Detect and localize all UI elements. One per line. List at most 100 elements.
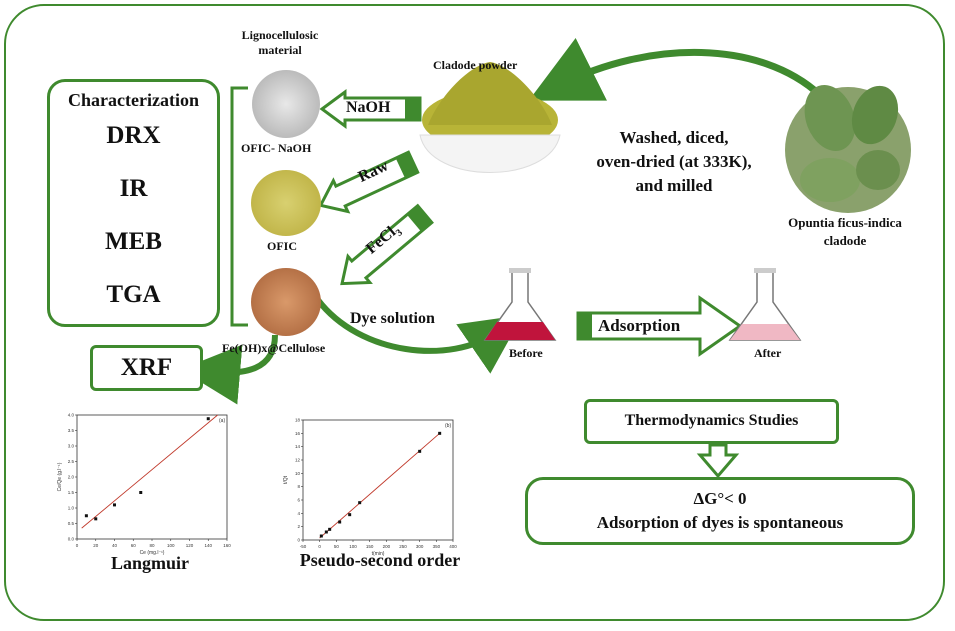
sample-bracket: [230, 86, 248, 327]
y-tick-label: 1.0: [68, 506, 75, 511]
ofic-naoh-label: OFIC- NaOH: [241, 141, 312, 155]
data-point: [113, 503, 116, 507]
process-line-3: and milled: [635, 176, 713, 195]
dye-solution-label: Dye solution: [350, 310, 435, 327]
y-tick-label: 12: [295, 458, 301, 463]
langmuir-caption: Langmuir: [110, 553, 189, 573]
result-box: ΔG°< 0 Adsorption of dyes is spontaneous: [525, 477, 915, 545]
characterization-title: Characterization: [68, 90, 199, 110]
x-tick-label: -50: [300, 544, 307, 549]
y-tick-label: 2: [297, 524, 300, 529]
xrf-arrow: [180, 334, 278, 405]
fe-cellulose-sample: [251, 268, 321, 336]
plot-frame: [76, 414, 228, 540]
thermo-box: Thermodynamics Studies: [584, 399, 839, 444]
raw-arrow: [318, 150, 420, 214]
lignocellulosic-label: Lignocellulosic material: [241, 28, 319, 57]
x-tick-label: 150: [366, 544, 374, 549]
y-tick-label: 0: [297, 538, 300, 543]
x-tick-label: 160: [223, 543, 231, 548]
cladode-powder-label: Cladode powder: [433, 58, 518, 72]
x-tick-label: 0: [76, 543, 79, 548]
data-point: [328, 527, 332, 531]
x-tick-label: 20: [93, 543, 99, 548]
y-tick-label: 18: [295, 418, 301, 423]
data-point: [206, 417, 210, 421]
powder-bowl-image: [419, 62, 561, 173]
x-tick-label: 0: [318, 544, 321, 549]
fit-line: [319, 432, 440, 539]
method-tga: TGA: [106, 281, 161, 308]
data-point: [358, 501, 362, 505]
x-tick-label: 60: [131, 543, 137, 548]
adsorption-arrow: [576, 295, 743, 357]
y-tick-label: 8: [297, 484, 300, 489]
data-point: [84, 514, 88, 518]
spontaneous-label: Adsorption of dyes is spontaneous: [596, 513, 844, 532]
dye-solution-arrow: [315, 298, 523, 374]
opuntia-label-1: Opuntia ficus-indica: [788, 215, 902, 230]
y-tick-label: 10: [295, 471, 301, 476]
characterization-box: Characterization DRX IR MEB TGA: [47, 79, 220, 327]
data-point: [438, 431, 442, 435]
method-drx: DRX: [106, 122, 161, 149]
thermo-down-arrow: [696, 443, 740, 479]
x-tick-label: 100: [167, 543, 175, 548]
x-axis-label: Ce (mg.l⁻¹): [140, 550, 165, 556]
cactus-image: [785, 85, 911, 213]
x-tick-label: 250: [399, 544, 407, 549]
x-tick-label: 400: [449, 544, 457, 549]
x-tick-label: 140: [204, 543, 212, 548]
method-meb: MEB: [105, 228, 162, 255]
data-point: [139, 491, 143, 494]
after-label: After: [754, 346, 782, 360]
delta-g-label: ΔG°< 0: [693, 489, 747, 508]
flask-before: [483, 268, 557, 341]
thermo-label: Thermodynamics Studies: [624, 412, 799, 429]
x-axis-label: t(min): [372, 551, 385, 557]
y-tick-label: 4: [297, 511, 300, 516]
before-label: Before: [509, 346, 543, 360]
y-tick-label: 2.0: [68, 475, 75, 480]
flask-after: [728, 268, 802, 341]
y-tick-label: 4.0: [68, 413, 75, 418]
x-tick-label: 40: [112, 543, 118, 548]
x-tick-label: 100: [349, 544, 357, 549]
y-tick-label: 3.0: [68, 444, 75, 449]
y-tick-label: 0.5: [68, 521, 75, 526]
process-line-1: Washed, diced,: [619, 128, 729, 147]
y-tick-label: 0.0: [68, 537, 75, 542]
panel-label: (a): [219, 418, 225, 424]
fe-cellulose-label: Fe(OH)x@Cellulose: [222, 341, 326, 355]
process-line-2: oven-dried (at 333K),: [596, 152, 752, 171]
x-tick-label: 120: [186, 543, 194, 548]
opuntia-label-2: cladode: [823, 233, 867, 248]
ofic-sample: [251, 170, 321, 236]
x-tick-label: 300: [416, 544, 424, 549]
fit-line: [81, 414, 218, 529]
data-point: [348, 513, 352, 517]
xrf-box: XRF: [90, 345, 203, 391]
y-axis-label: t/Qt: [283, 475, 289, 484]
panel-label: (b): [445, 423, 451, 429]
outer-frame: [4, 4, 945, 621]
x-tick-label: 200: [383, 544, 391, 549]
y-tick-label: 3.5: [68, 428, 75, 433]
ofic-label: OFIC: [267, 239, 297, 253]
method-ir: IR: [119, 175, 148, 202]
data-point: [324, 530, 328, 534]
y-tick-label: 16: [295, 431, 301, 436]
data-point: [94, 517, 98, 521]
data-point: [319, 534, 323, 538]
data-point: [338, 520, 342, 524]
y-tick-label: 6: [297, 498, 300, 503]
y-tick-label: 14: [295, 444, 301, 449]
x-tick-label: 80: [149, 543, 155, 548]
curved-arrow-cactus-to-powder: [528, 38, 823, 101]
xrf-label: XRF: [120, 354, 173, 381]
y-tick-label: 1.5: [68, 490, 75, 495]
plot-frame: [302, 419, 454, 541]
